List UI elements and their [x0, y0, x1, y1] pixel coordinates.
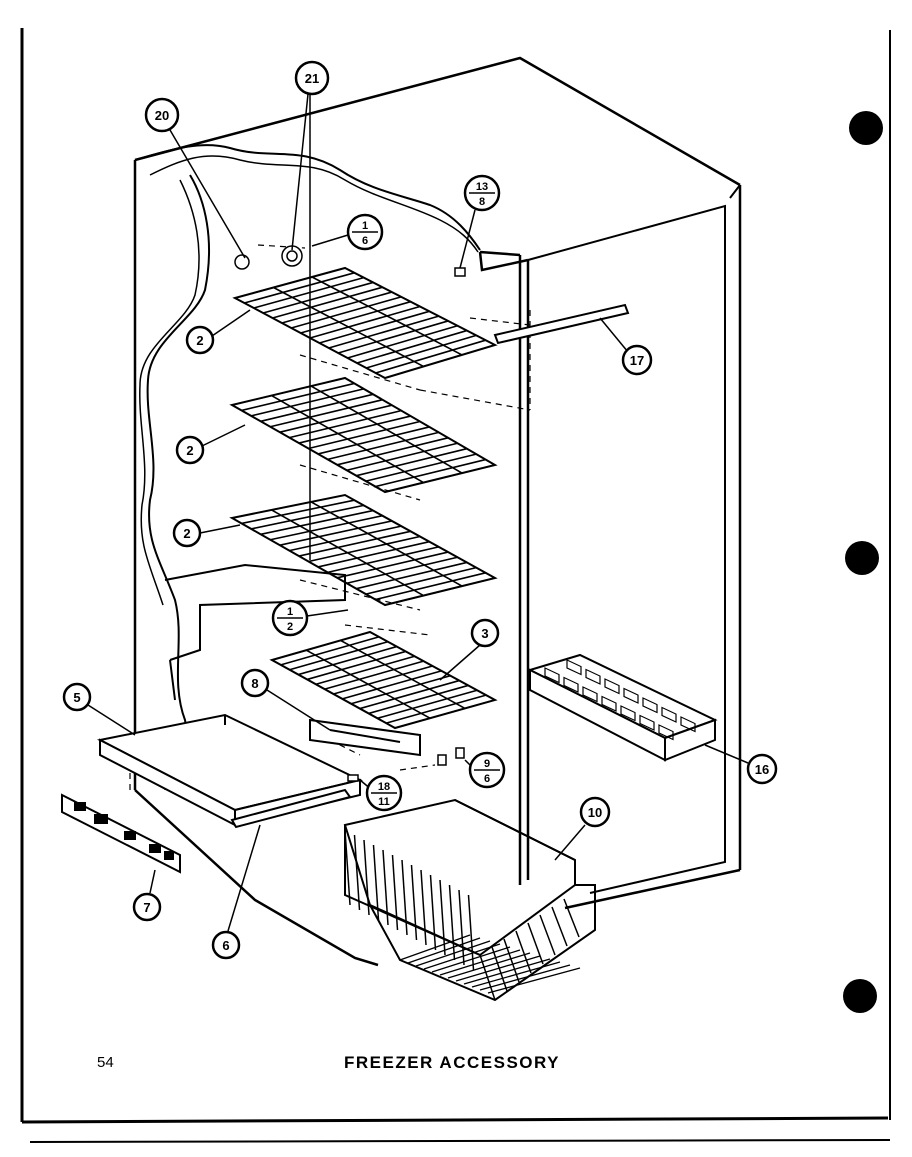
- binder-hole-middle: [845, 541, 879, 575]
- binder-hole-bottom: [843, 979, 877, 1013]
- support-bracket-8: [309, 718, 421, 757]
- alignment-lines: [129, 244, 531, 790]
- page-number: 54: [97, 1054, 114, 1071]
- callout-c7-label: 7: [143, 900, 150, 915]
- callout-c5: 5: [62, 682, 136, 736]
- callout-c2b: 2: [175, 424, 246, 465]
- bottom-grille-7: [61, 793, 181, 874]
- callout-c9_6-top: 9: [484, 758, 490, 770]
- callout-c3: 3: [439, 618, 500, 681]
- callout-c7: 7: [132, 869, 162, 922]
- callout-c18_11-top: 18: [378, 781, 390, 793]
- callout-c1_6-bottom: 6: [362, 235, 368, 247]
- callout-c21: 21: [291, 60, 330, 251]
- ice-cube-tray-16: [527, 653, 718, 762]
- small-fasteners: [234, 245, 466, 782]
- callout-c8: 8: [240, 668, 331, 731]
- wire-basket-10: [343, 798, 596, 1002]
- interior-cutaway-edge: [146, 174, 231, 821]
- wire-shelves: [229, 266, 498, 730]
- callout-c5-label: 5: [73, 690, 80, 705]
- wire-shelf-2: [229, 376, 498, 494]
- freezer-cabinet: [133, 56, 742, 967]
- callout-c2c: 2: [172, 518, 241, 548]
- callout-c9_6-bottom: 6: [484, 773, 490, 785]
- callout-c3-label: 3: [481, 626, 488, 641]
- callout-c1_2-top: 1: [287, 606, 293, 618]
- callout-c1_6: 16: [311, 213, 384, 251]
- callout-c20-label: 20: [155, 108, 169, 123]
- shelf-support-17: [493, 303, 630, 345]
- callout-c13_8-bottom: 8: [479, 196, 485, 208]
- callout-c1_2-bottom: 2: [287, 621, 293, 633]
- callout-c2a-label: 2: [196, 333, 203, 348]
- callout-c2c-label: 2: [183, 526, 190, 541]
- cabinet-cutaway-edge: [134, 144, 481, 251]
- callout-c13_8-top: 13: [476, 181, 488, 193]
- callout-c10-label: 10: [588, 805, 602, 820]
- callout-c13_8: 138: [459, 174, 501, 269]
- page-title: FREEZER ACCESSORY: [344, 1053, 560, 1072]
- callout-c2a: 2: [185, 309, 251, 355]
- wire-shelf-3: [229, 493, 498, 607]
- callout-c17: 17: [599, 317, 653, 376]
- wire-shelf-4: [269, 630, 498, 730]
- callout-c2b-label: 2: [186, 443, 193, 458]
- callout-c1_6-top: 1: [362, 220, 368, 232]
- callout-c1_2: 12: [271, 599, 349, 637]
- callout-c9_6: 96: [464, 751, 506, 789]
- callout-c16-label: 16: [755, 762, 769, 777]
- callout-c6-label: 6: [222, 938, 229, 953]
- callout-c17-label: 17: [630, 353, 644, 368]
- wire-shelf-1: [232, 266, 498, 380]
- callout-c10: 10: [554, 796, 611, 861]
- ice-tray-cells: [544, 659, 696, 741]
- callout-c21-label: 21: [305, 71, 319, 86]
- callout-c16: 16: [704, 744, 778, 785]
- binder-hole-top: [849, 111, 883, 145]
- page-border: [20, 28, 891, 1143]
- callout-c20: 20: [144, 97, 246, 259]
- callout-c18_11-bottom: 11: [378, 796, 390, 808]
- callout-c6: 6: [211, 824, 261, 960]
- callout-c8-label: 8: [251, 676, 258, 691]
- rail-6: [230, 788, 352, 829]
